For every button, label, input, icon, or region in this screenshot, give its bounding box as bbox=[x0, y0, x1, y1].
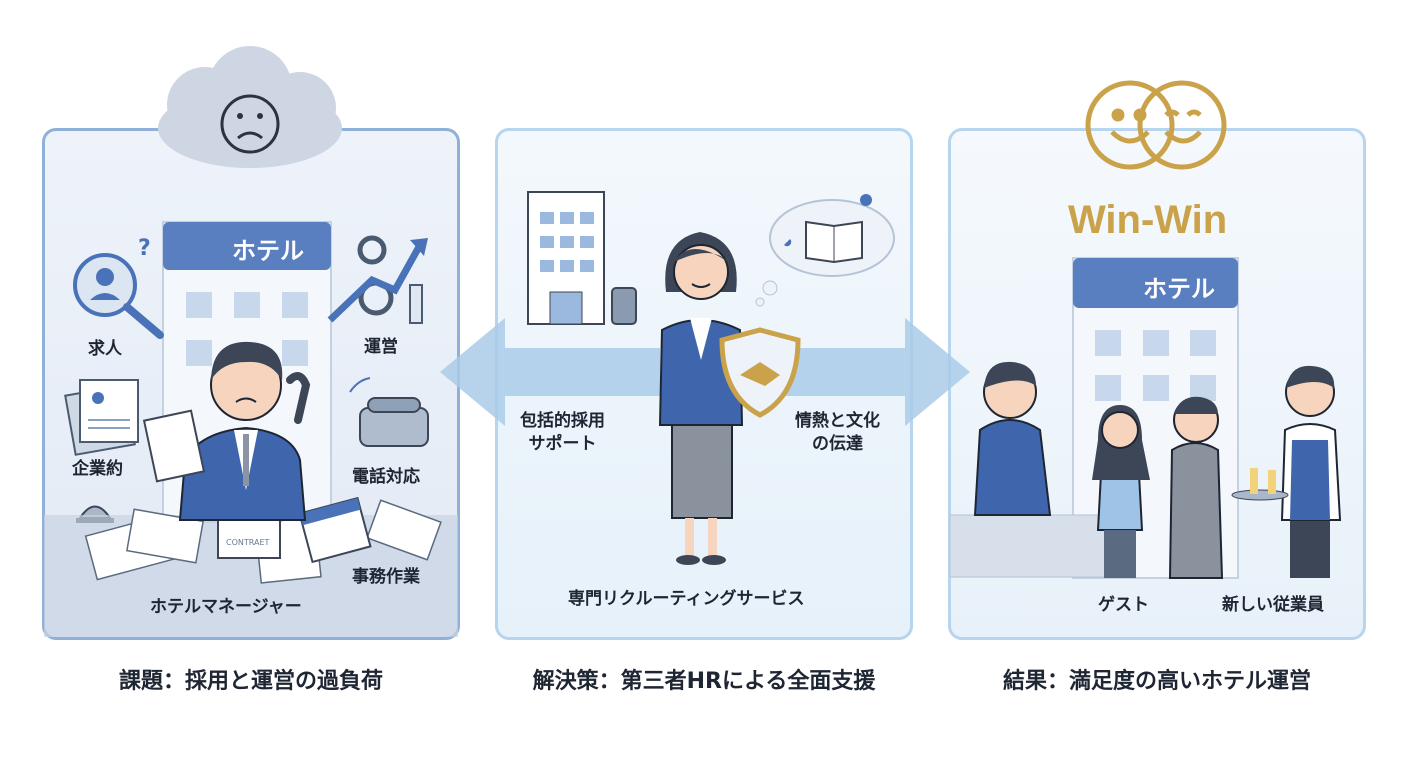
arrow-right-icon bbox=[750, 318, 970, 426]
reception-desk bbox=[949, 514, 1121, 578]
sad-face-cloud-icon bbox=[158, 46, 342, 168]
suitcase-icon bbox=[611, 287, 637, 325]
handshake-shield-icon bbox=[719, 327, 801, 418]
label-guest: ゲスト bbox=[1098, 595, 1149, 615]
search-person-icon: ? bbox=[73, 236, 164, 339]
caption-challenge: 課題：採用と運営の過負荷 bbox=[118, 669, 383, 694]
stressed-manager-figure bbox=[142, 341, 311, 521]
resume-icon bbox=[64, 379, 139, 456]
win-win-text: Win-Win bbox=[1068, 198, 1228, 242]
contract-text: CONTRAET bbox=[226, 538, 270, 547]
calendar-icon bbox=[298, 496, 372, 564]
label-recruiting-service: 専門リクルーティングサービス bbox=[568, 589, 805, 609]
label-comprehensive-support: 包括的採用 サポート bbox=[520, 411, 605, 454]
label-paperwork: 事務作業 bbox=[352, 567, 420, 587]
businessman-guest-figure bbox=[1168, 396, 1224, 579]
caption-solution: 解決策：第三者HRによる全面支援 bbox=[532, 669, 876, 694]
hotel-sign-right: ホテル bbox=[1143, 275, 1215, 303]
guest-figure bbox=[1092, 405, 1150, 578]
hotel-sign-left: ホテル bbox=[232, 237, 304, 265]
office-building-icon bbox=[527, 191, 605, 325]
label-hotel-manager: ホテルマネージャー bbox=[150, 597, 302, 617]
label-operations: 運営 bbox=[364, 337, 398, 357]
new-employee-figure bbox=[1231, 365, 1342, 578]
book-thought-icon bbox=[755, 194, 895, 307]
label-recruiting: 求人 bbox=[88, 339, 122, 359]
label-new-employee: 新しい従業員 bbox=[1222, 595, 1324, 615]
label-passion-culture: 情熱と文化 の伝達 bbox=[795, 411, 880, 454]
phone-icon bbox=[349, 377, 429, 447]
label-phone: 電話対応 bbox=[352, 467, 420, 487]
win-win-smiley-logo bbox=[1085, 80, 1227, 170]
arrow-left-icon bbox=[440, 318, 660, 426]
svg-text:?: ? bbox=[138, 236, 151, 261]
caption-result: 結果：満足度の高いホテル運営 bbox=[1002, 669, 1311, 694]
receptionist-figure bbox=[973, 361, 1052, 516]
label-contracts: 企業約 bbox=[72, 459, 123, 479]
gear-arrow-icon bbox=[327, 235, 428, 324]
recruiter-figure bbox=[658, 232, 744, 565]
